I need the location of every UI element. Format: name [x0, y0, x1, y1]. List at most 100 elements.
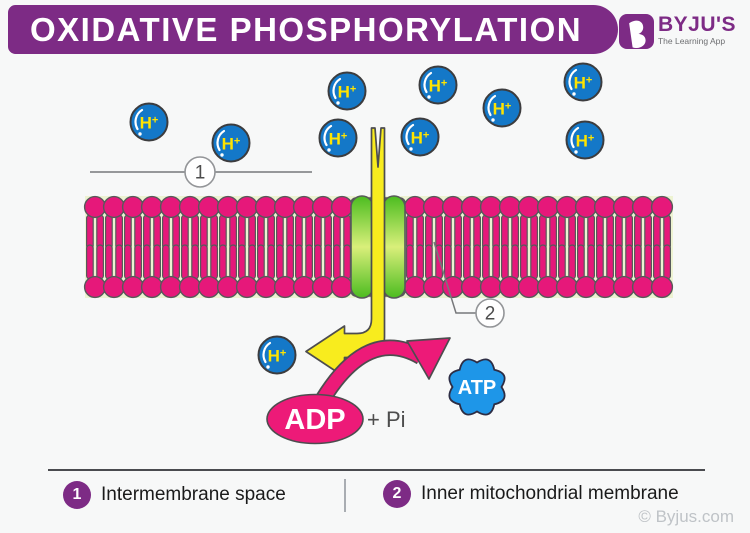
lipid-head — [612, 195, 636, 219]
callout-2: 2 — [433, 241, 505, 328]
lipid-head — [83, 195, 107, 219]
lipid-head — [555, 275, 579, 299]
lipid-head — [121, 195, 145, 219]
lipid-tail — [606, 214, 614, 250]
lipid-head — [555, 195, 579, 219]
lipid-tail — [276, 244, 284, 280]
lipid-tail — [96, 244, 105, 280]
hplus-highlight-dot — [572, 92, 576, 96]
phospholipid — [83, 195, 107, 299]
lipid-tail — [229, 244, 238, 280]
callout-line — [433, 241, 476, 314]
lipid-tail — [324, 214, 332, 250]
lipid-tail — [549, 214, 557, 250]
lipid-tail — [333, 244, 341, 280]
hplus-highlight — [323, 124, 333, 147]
hplus-highlight — [332, 77, 342, 100]
lipid-tail — [210, 244, 219, 280]
lipid-tail — [85, 214, 94, 250]
lipid-tail — [172, 244, 181, 280]
lipid-tail — [614, 244, 623, 280]
lipid-tail — [85, 244, 94, 280]
callout-number: 1 — [195, 163, 206, 184]
hplus-ion: H+ — [327, 71, 367, 111]
phospholipid — [159, 195, 183, 299]
lipid-tail — [538, 244, 547, 280]
lipid-tail — [191, 214, 200, 250]
lipid-head — [330, 195, 354, 219]
lipid-tail — [181, 214, 189, 250]
lipid-tail — [229, 214, 238, 250]
lipid-tail — [538, 214, 547, 250]
lipid-head — [311, 195, 335, 219]
lipid-head — [235, 195, 259, 219]
hplus-highlight — [423, 71, 433, 94]
lipid-tail — [444, 214, 452, 250]
lipid-tail — [425, 244, 433, 280]
phospholipid — [555, 195, 579, 299]
lipid-head — [292, 195, 316, 219]
phospholipid — [422, 195, 446, 299]
lipid-head — [178, 275, 202, 299]
lipid-tail — [511, 244, 519, 280]
lipid-head — [650, 195, 674, 219]
lipid-head — [422, 195, 446, 219]
lipid-head — [479, 195, 503, 219]
lipid-tail — [614, 214, 623, 250]
legend-badge-1: 1 — [63, 481, 91, 509]
lipid-tail — [633, 214, 642, 250]
hplus-highlight — [134, 108, 144, 131]
phospholipid — [460, 195, 484, 299]
phospholipid — [536, 195, 560, 299]
phospholipid — [140, 195, 164, 299]
lipid-head — [254, 275, 278, 299]
phospholipid — [216, 195, 240, 299]
lipid-head — [273, 275, 297, 299]
hplus-highlight — [262, 341, 272, 364]
lipid-head — [498, 195, 522, 219]
lipid-tail — [248, 244, 257, 280]
lipid-head — [216, 275, 240, 299]
lipid-tail — [104, 214, 113, 250]
hplus-highlight-dot — [427, 95, 431, 99]
lipid-tail — [606, 244, 614, 280]
hplus-highlight-dot — [327, 148, 331, 152]
page-title: OXIDATIVE PHOSPHORYLATION — [30, 10, 583, 48]
lipid-tail — [501, 214, 509, 250]
lipid-tail — [286, 214, 294, 250]
lipid-tail — [191, 244, 200, 280]
lipid-tail — [492, 214, 500, 250]
lipid-tail — [314, 244, 322, 280]
lipid-tail — [172, 214, 181, 250]
lipid-tail — [576, 214, 585, 250]
lipid-tail — [295, 244, 303, 280]
hplus-highlight-dot — [266, 365, 270, 369]
phospholipid — [574, 195, 598, 299]
lipid-head — [612, 275, 636, 299]
lipid-tail — [257, 214, 265, 250]
phospholipid — [178, 195, 202, 299]
phospholipid — [292, 195, 316, 299]
lipid-tail — [143, 214, 151, 250]
callout-circle — [475, 298, 505, 328]
lipid-tail — [248, 214, 257, 250]
lipid-head — [403, 275, 427, 299]
lipid-tail — [343, 244, 351, 280]
legend-label-2: Inner mitochondrial membrane — [421, 483, 679, 504]
byjus-logo[interactable]: BYJU'S The Learning App — [618, 14, 736, 49]
lipid-head — [593, 195, 617, 219]
lipid-head — [216, 195, 240, 219]
hplus-ion: H+ — [257, 335, 297, 375]
lipid-tail — [416, 214, 424, 250]
lipid-head — [593, 275, 617, 299]
phospholipid — [650, 195, 674, 299]
lipid-tail — [644, 214, 652, 250]
lipid-tail — [96, 214, 105, 250]
lipid-head — [159, 195, 183, 219]
lipid-tail — [324, 244, 332, 280]
atp-synthase-subunit — [350, 195, 374, 299]
lipid-tail — [200, 214, 208, 250]
lipid-tail — [549, 244, 557, 280]
lipid-tail — [557, 244, 566, 280]
hplus-ion: H+ — [482, 88, 522, 128]
